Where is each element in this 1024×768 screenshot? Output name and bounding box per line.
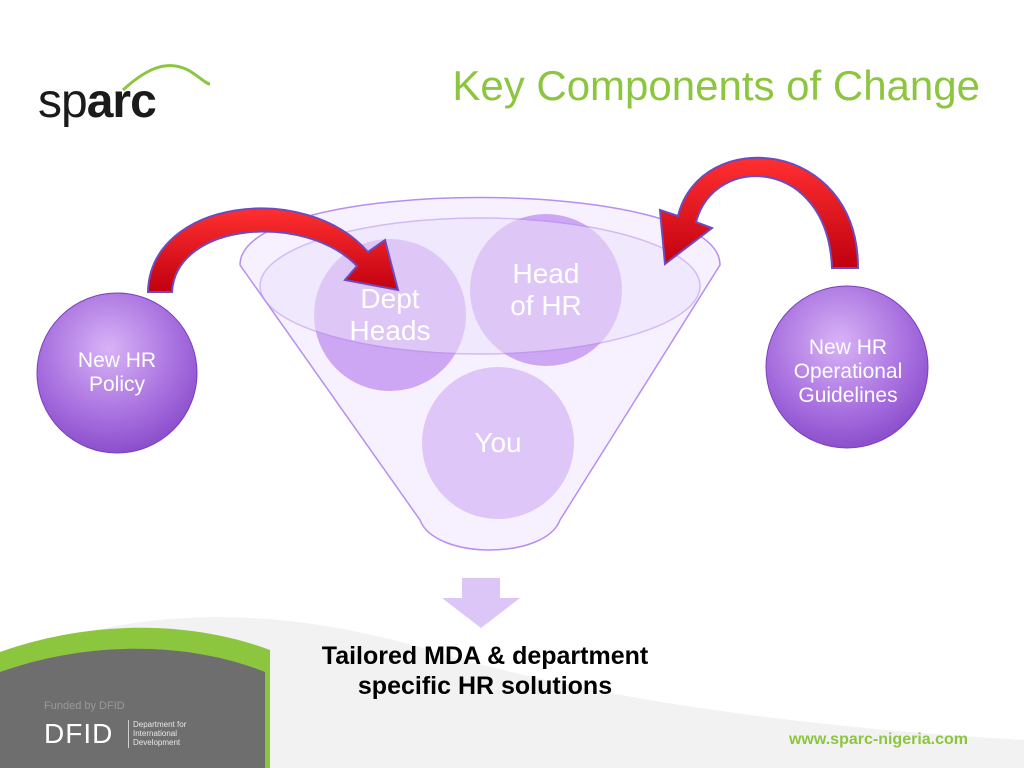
down-arrow bbox=[442, 578, 520, 628]
you-bubble bbox=[422, 367, 574, 519]
right-curved-arrow bbox=[658, 156, 860, 269]
slide-title: Key Components of Change bbox=[452, 62, 980, 109]
outcome-text: Tailored MDA & department specific HR so… bbox=[321, 642, 649, 700]
left-curved-arrow bbox=[146, 207, 400, 293]
dfid-subtitle: Department for International Development bbox=[128, 720, 203, 748]
new-hr-guidelines-label: New HR Operational Guidelines bbox=[793, 335, 903, 408]
head-of-hr-label: Head of HR bbox=[510, 257, 582, 321]
you-label: You bbox=[474, 426, 522, 458]
dept-heads-label: Dept Heads bbox=[349, 282, 431, 346]
new-hr-guidelines-circle bbox=[765, 285, 929, 449]
logo-bold: arc bbox=[86, 75, 157, 128]
funded-by-text: Funded by DFID bbox=[44, 700, 125, 712]
new-hr-policy-label: New HR Policy bbox=[77, 348, 157, 396]
new-hr-policy-circle bbox=[36, 292, 198, 454]
dfid-logo-text: DFID bbox=[44, 718, 114, 749]
sparc-logo: sparc bbox=[38, 62, 228, 132]
website-url[interactable]: www.sparc-nigeria.com bbox=[788, 731, 968, 748]
logo-light: sp bbox=[38, 75, 88, 128]
